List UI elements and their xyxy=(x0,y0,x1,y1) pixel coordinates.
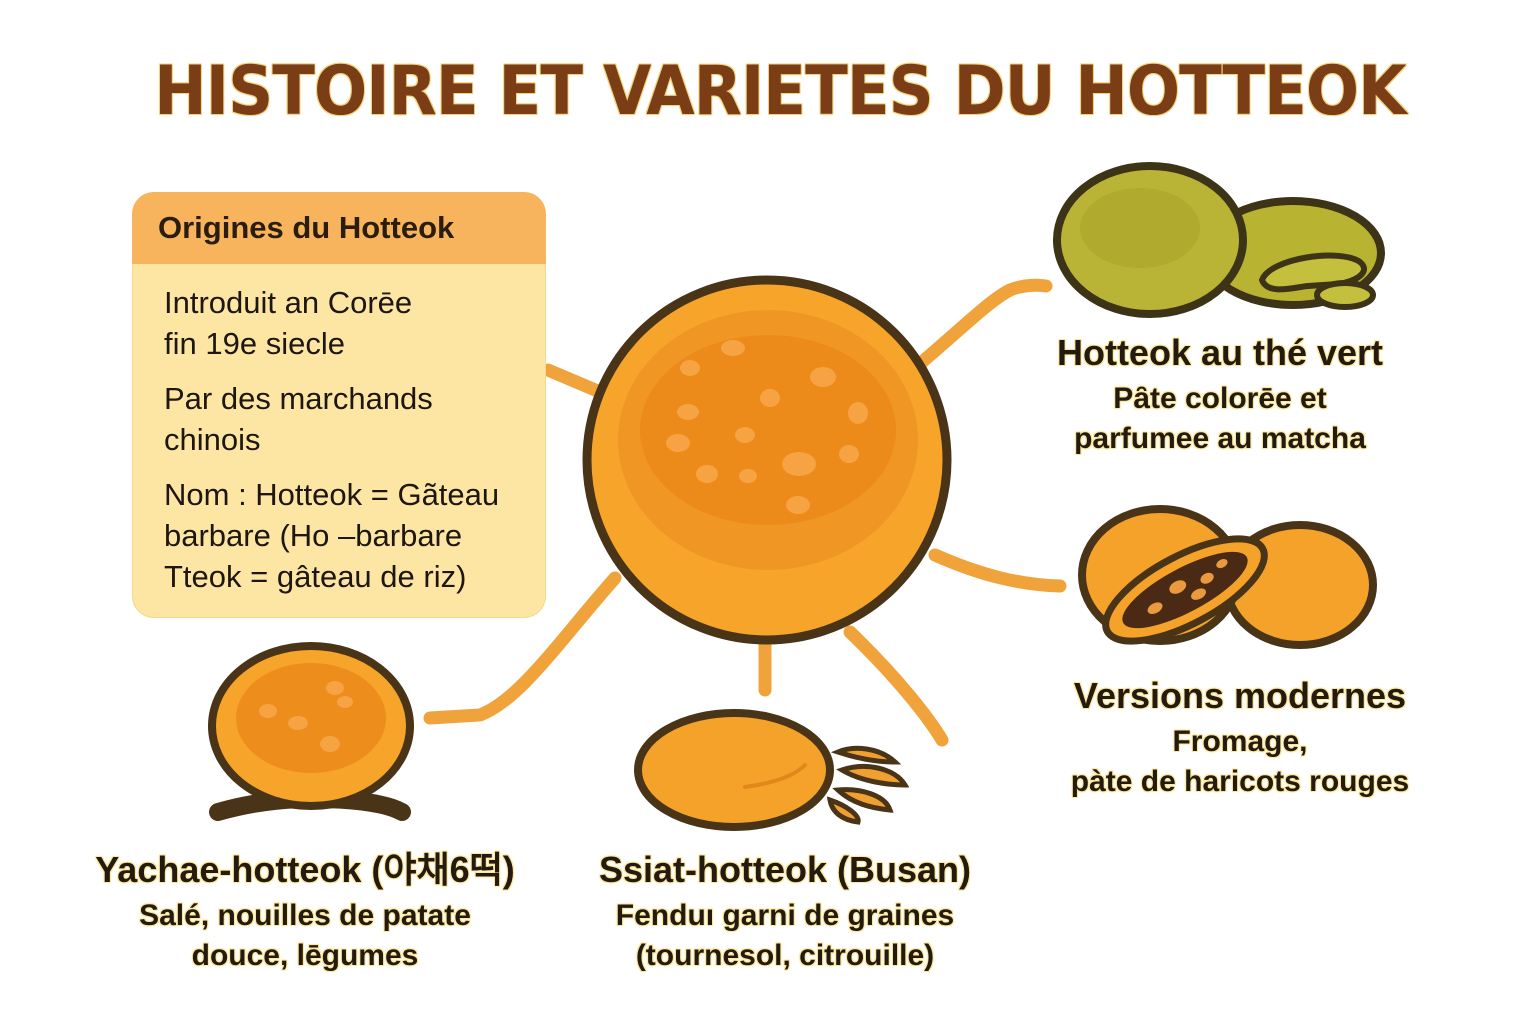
origins-card: Origines du Hotteok Introduit an Corēe f… xyxy=(132,192,546,618)
origins-heading: Origines du Hotteok xyxy=(158,210,455,245)
green-tea-hotteok-icon xyxy=(1053,162,1385,318)
origins-card-header: Origines du Hotteok xyxy=(132,192,546,264)
origins-list: Introduit an Corēe fin 19e siecle Par de… xyxy=(132,264,546,597)
variety-name: Yachae-hotteok (야채6떡) xyxy=(95,849,515,890)
variety-description: Fenduı garni de graines (tournesol, citr… xyxy=(615,899,955,972)
variety-description: Fromage, pàte de haricots rouges xyxy=(1070,725,1410,798)
origins-item-name-meaning: Nom : Hotteok = Gãteau barbare (Ho –barb… xyxy=(164,477,500,594)
seed-hotteok-icon xyxy=(634,709,910,831)
variety-name: Versions modernes xyxy=(1073,675,1407,716)
connector-lines xyxy=(423,278,1067,747)
variety-description: Pȃte colorēe et parfumee au matcha xyxy=(1074,382,1366,455)
variety-description: Salé, nouilles de patate douce, lēgumes xyxy=(139,899,471,972)
origins-item-merchants: Par des marchands chinois xyxy=(164,381,433,457)
variety-green-tea: Hotteok au thé vert Pȃte colorēe et parf… xyxy=(1010,331,1430,459)
hotteok-pancake-icon xyxy=(582,275,952,645)
variety-yachae: Yachae-hotteok (야채6떡) Salé, nouilles de … xyxy=(60,848,550,976)
variety-ssiat: Ssiat-hotteok (Busan) Fenduı garni de gr… xyxy=(575,848,995,976)
origins-item-introduction: Introduit an Corēe fin 19e siecle xyxy=(164,285,413,361)
variety-name: Ssiat-hotteok (Busan) xyxy=(598,849,972,890)
vegetable-hotteok-icon xyxy=(208,642,414,821)
filled-hotteok-icon xyxy=(1078,505,1377,649)
variety-name: Hotteok au thé vert xyxy=(1056,332,1384,373)
page-title: HISTOIRE ET VARIETES DU HOTTEOK xyxy=(154,52,1406,131)
variety-modern: Versions modernes Fromage, pàte de haric… xyxy=(1030,674,1450,802)
